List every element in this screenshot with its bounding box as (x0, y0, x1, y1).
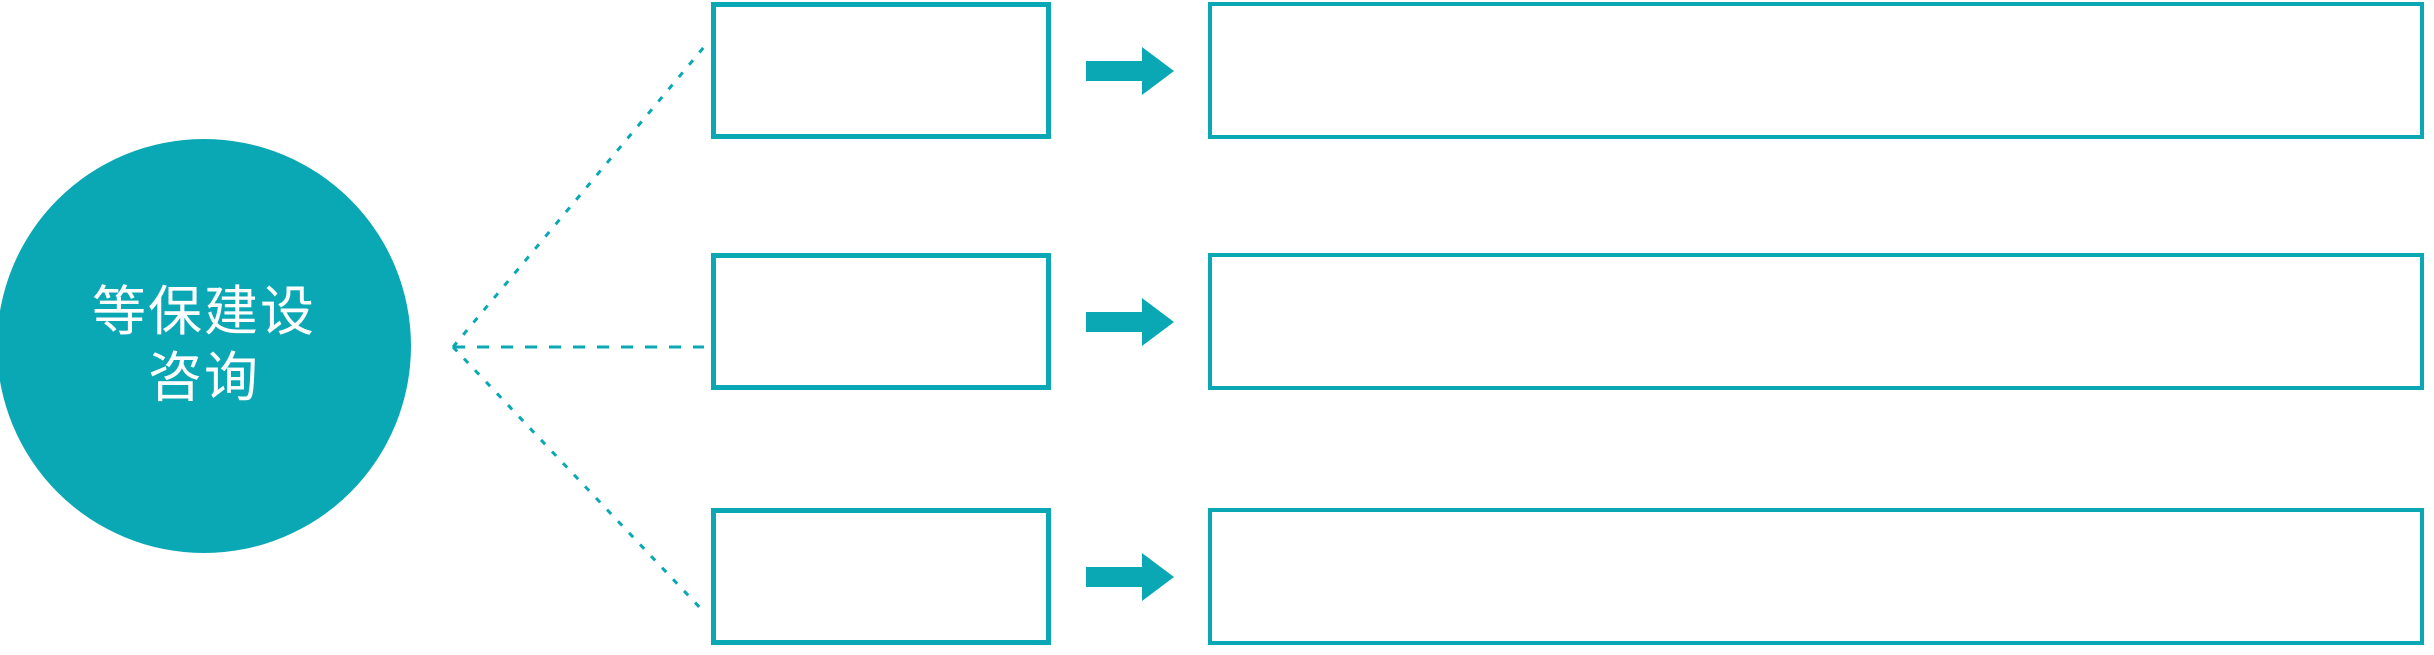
hub-node-circle[interactable]: 等保建设 咨询 (0, 139, 411, 553)
detail-box-2[interactable] (1208, 253, 2424, 390)
hub-label-line-2: 咨询 (148, 348, 260, 408)
flow-row-1 (0, 0, 2434, 143)
stage-box-3[interactable] (711, 508, 1051, 645)
hub-label-line-1: 等保建设 (92, 282, 316, 343)
flow-row-3 (0, 506, 2434, 652)
stage-box-1[interactable] (711, 2, 1051, 139)
detail-box-1[interactable] (1208, 2, 2424, 139)
arrow-right-icon-2 (1086, 298, 1174, 346)
arrow-right-icon-1 (1086, 47, 1174, 95)
detail-box-3[interactable] (1208, 508, 2424, 645)
flow-row-2 (0, 251, 2434, 394)
arrow-right-icon-3 (1086, 553, 1174, 601)
stage-box-2[interactable] (711, 253, 1051, 390)
